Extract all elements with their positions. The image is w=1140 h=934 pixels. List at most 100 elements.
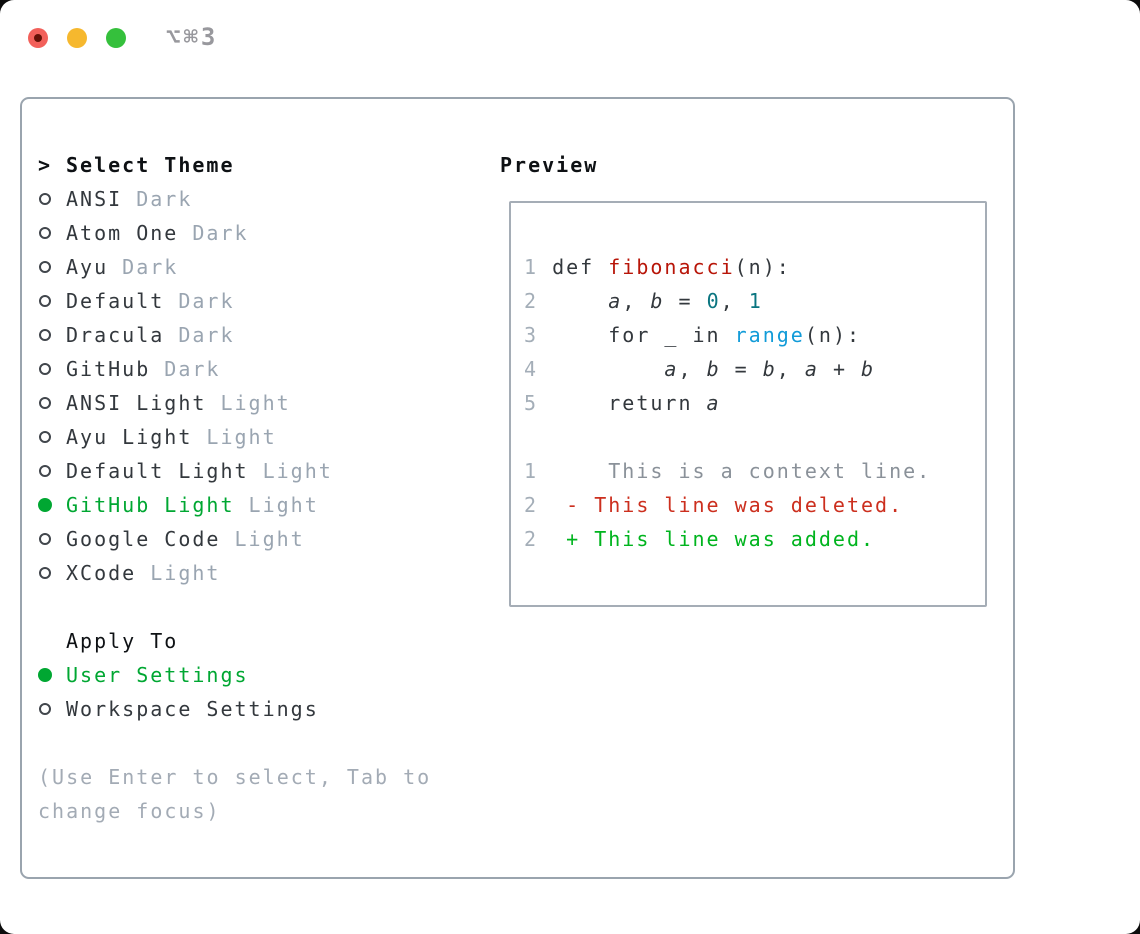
theme-option[interactable]: ANSI Light Light bbox=[38, 386, 431, 420]
radio-icon bbox=[38, 567, 66, 579]
theme-variant-tag: Dark bbox=[108, 255, 179, 279]
code-token-variable: b bbox=[861, 357, 876, 381]
selected-radio-icon bbox=[38, 668, 66, 682]
code-token-variable: a bbox=[804, 357, 819, 381]
radio-icon bbox=[38, 295, 66, 307]
apply-option[interactable]: User Settings bbox=[38, 658, 431, 692]
theme-option-label: Dracula bbox=[66, 323, 165, 347]
circle-glyph bbox=[39, 703, 51, 715]
code-token-variable: b bbox=[706, 357, 721, 381]
theme-option[interactable]: Google Code Light bbox=[38, 522, 431, 556]
selected-radio-icon bbox=[38, 498, 66, 512]
code-line: 5 return a bbox=[524, 386, 985, 420]
circle-glyph bbox=[39, 193, 51, 205]
radio-icon bbox=[38, 397, 66, 409]
apply-option-label: Workspace Settings bbox=[66, 697, 319, 721]
code-token-code: , bbox=[678, 357, 707, 381]
code-line: 1 def fibonacci(n): bbox=[524, 250, 985, 284]
radio-icon bbox=[38, 227, 66, 239]
blank-line bbox=[524, 420, 985, 454]
minimize-button[interactable] bbox=[67, 28, 87, 48]
circle-glyph bbox=[39, 397, 51, 409]
spacer bbox=[38, 590, 431, 624]
code-token-code bbox=[552, 527, 566, 551]
code-token-code: return bbox=[552, 391, 707, 415]
radio-icon bbox=[38, 703, 66, 715]
theme-option-label: Default bbox=[66, 289, 165, 313]
code-token-code: (n): bbox=[804, 323, 862, 347]
theme-option[interactable]: Ayu Light Light bbox=[38, 420, 431, 454]
code-token-variable: b bbox=[650, 289, 665, 313]
prompt-icon: > bbox=[38, 153, 53, 177]
apply-option[interactable]: Workspace Settings bbox=[38, 692, 431, 726]
theme-option[interactable]: Ayu Dark bbox=[38, 250, 431, 284]
radio-icon bbox=[38, 431, 66, 443]
theme-option[interactable]: Default Dark bbox=[38, 284, 431, 318]
close-dot-icon bbox=[34, 34, 42, 42]
theme-option[interactable]: Atom One Dark bbox=[38, 216, 431, 250]
code-token-code: def bbox=[552, 255, 609, 279]
circle-glyph bbox=[39, 363, 51, 375]
close-button[interactable] bbox=[28, 28, 48, 48]
theme-option-label: Ayu bbox=[66, 255, 109, 279]
code-token-variable: a bbox=[664, 357, 679, 381]
theme-option[interactable]: ANSI Dark bbox=[38, 182, 431, 216]
code-token-code bbox=[552, 459, 608, 483]
code-token-code: , bbox=[622, 289, 651, 313]
theme-option[interactable]: Dracula Dark bbox=[38, 318, 431, 352]
theme-option[interactable]: Default Light Light bbox=[38, 454, 431, 488]
theme-variant-tag: Light bbox=[192, 425, 277, 449]
theme-variant-tag: Light bbox=[136, 561, 221, 585]
radio-icon bbox=[38, 261, 66, 273]
theme-option-label: XCode bbox=[66, 561, 137, 585]
diff-added-line: 2 + This line was added. bbox=[524, 522, 985, 556]
theme-option[interactable]: GitHub Light Light bbox=[38, 488, 431, 522]
code-token-variable: b bbox=[762, 357, 777, 381]
code-token-number: 1 bbox=[748, 289, 763, 313]
theme-option-label: ANSI Light bbox=[66, 391, 207, 415]
select-theme-title: Select Theme bbox=[66, 153, 235, 177]
code-token-code bbox=[552, 289, 608, 313]
theme-option[interactable]: XCode Light bbox=[38, 556, 431, 590]
theme-option[interactable]: GitHub Dark bbox=[38, 352, 431, 386]
circle-glyph bbox=[38, 668, 52, 682]
theme-variant-tag: Light bbox=[248, 459, 333, 483]
apply-to-title: Apply To bbox=[66, 629, 179, 653]
radio-icon bbox=[38, 465, 66, 477]
theme-option-label: GitHub bbox=[66, 357, 151, 381]
circle-glyph bbox=[39, 261, 51, 273]
code-token-builtin: range bbox=[734, 323, 805, 347]
code-token-lineno: 1 bbox=[524, 459, 553, 483]
code-token-variable: a bbox=[706, 391, 721, 415]
help-text-line: change focus) bbox=[38, 799, 221, 823]
diff-deleted-line: 2 - This line was deleted. bbox=[524, 488, 985, 522]
apply-to-header: Apply To bbox=[38, 624, 431, 658]
zoom-button[interactable] bbox=[106, 28, 126, 48]
code-token-code: for _ in bbox=[552, 323, 735, 347]
code-token-number: 0 bbox=[706, 289, 721, 313]
radio-icon bbox=[38, 193, 66, 205]
code-token-code: (n): bbox=[734, 255, 791, 279]
code-token-variable: a bbox=[608, 289, 623, 313]
code-token-lineno: 1 bbox=[524, 255, 553, 279]
code-token-code: , bbox=[776, 357, 805, 381]
code-line: 2 a, b = 0, 1 bbox=[524, 284, 985, 318]
code-token-context: This is a context line. bbox=[608, 459, 932, 483]
preview-title: Preview bbox=[500, 153, 599, 177]
code-token-deleted: - This line was deleted. bbox=[566, 493, 904, 517]
theme-variant-tag: Dark bbox=[164, 323, 235, 347]
code-token-code: + bbox=[818, 357, 862, 381]
theme-variant-tag: Dark bbox=[150, 357, 221, 381]
window-title: ⌥⌘3 bbox=[166, 23, 219, 51]
theme-variant-tag: Light bbox=[220, 527, 305, 551]
code-token-lineno: 2 bbox=[524, 493, 553, 517]
circle-glyph bbox=[39, 295, 51, 307]
code-token-function: fibonacci bbox=[608, 255, 735, 279]
theme-option-label: GitHub Light bbox=[66, 493, 235, 517]
theme-variant-tag: Light bbox=[234, 493, 319, 517]
circle-glyph bbox=[39, 431, 51, 443]
theme-variant-tag: Dark bbox=[122, 187, 193, 211]
